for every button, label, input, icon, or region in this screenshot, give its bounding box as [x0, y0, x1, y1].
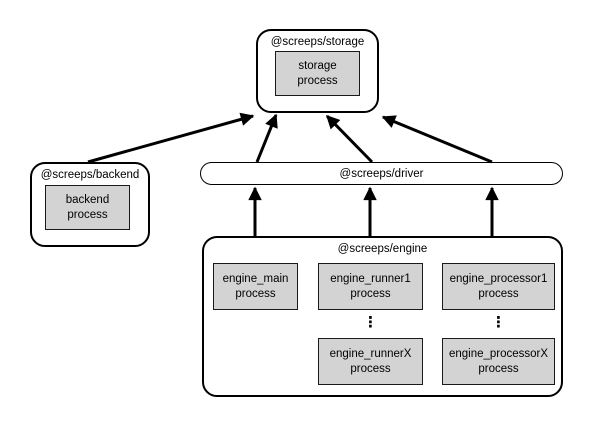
node-engine-processor1-process: engine_processor1 process — [442, 263, 555, 310]
node-storage-process: storage process — [275, 51, 360, 96]
node-engine-main-process: engine_main process — [213, 263, 298, 310]
node-backend: @screeps/backend backend process — [30, 162, 150, 247]
node-engine-runner1-process: engine_runner1 process — [318, 263, 423, 310]
node-backend-process: backend process — [45, 185, 130, 230]
node-storage: @screeps/storage storage process — [256, 29, 379, 113]
edge-driver-to-storage-right — [381, 115, 493, 164]
node-storage-title: @screeps/storage — [270, 36, 365, 48]
edge-driver-to-storage-middle — [325, 114, 374, 164]
node-engine: @screeps/engine engine_main process engi… — [202, 236, 563, 397]
node-driver: @screeps/driver — [200, 162, 563, 185]
node-backend-title: @screeps/backend — [40, 169, 140, 181]
node-engine-processorX-process: engine_processorX process — [442, 338, 555, 385]
edge-backend-to-storage — [87, 112, 255, 164]
processor-ellipsis-dots: ⋮ — [491, 313, 506, 331]
runner-ellipsis-dots: ⋮ — [363, 313, 378, 331]
node-engine-title: @screeps/engine — [337, 243, 428, 255]
node-driver-title: @screeps/driver — [339, 167, 424, 180]
edge-driver-to-storage-left — [255, 113, 278, 163]
node-engine-runnerX-process: engine_runnerX process — [318, 338, 423, 385]
